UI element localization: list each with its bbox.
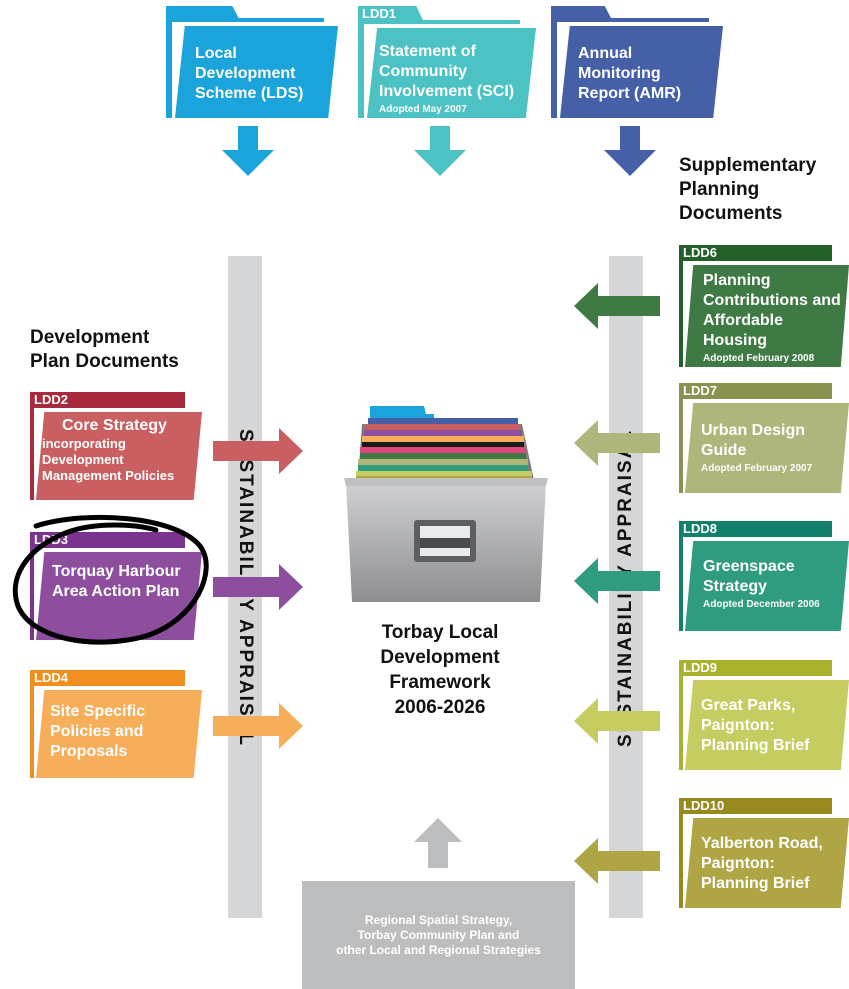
highlight-circle-icon <box>12 514 209 645</box>
center-title: Torbay Local Development Framework 2006-… <box>340 620 540 720</box>
left-arrow-icon <box>574 558 660 604</box>
regional-strategies-box: Regional Spatial Strategy, Torbay Commun… <box>302 881 575 989</box>
regional-text: Regional Spatial Strategy, Torbay Commun… <box>336 912 541 957</box>
folder-lds[interactable]: Local Development Scheme (LDS) <box>166 6 338 118</box>
down-arrow-icon <box>414 126 466 176</box>
folder-title: Yalberton Road, Paignton: Planning Brief <box>701 835 823 892</box>
folder-code: LDD1 <box>362 6 396 21</box>
folder-front: Annual Monitoring Report (AMR) <box>560 26 723 118</box>
folder-front: Great Parks, Paignton: Planning Brief <box>685 680 849 770</box>
folder-ldd8[interactable]: LDD8 Greenspace Strategy Adopted Decembe… <box>679 521 849 631</box>
folder-ldd3[interactable]: LDD3 Torquay Harbour Area Action Plan <box>30 532 202 640</box>
up-arrow-icon <box>414 818 462 868</box>
folder-code: LDD10 <box>683 798 725 813</box>
folder-title: Core Strategy <box>62 417 167 434</box>
folder-ldd2[interactable]: LDD2 Core Strategy incorporating Develop… <box>30 392 202 500</box>
folder-front: Statement of Community Involvement (SCI)… <box>367 28 536 118</box>
folder-front: Site Specific Policies and Proposals <box>36 690 202 778</box>
folder-adopted: Adopted February 2008 <box>703 353 815 364</box>
folder-front: Planning Contributions and Affordable Ho… <box>685 265 849 367</box>
folder-subtitle: incorporating Development Management Pol… <box>42 436 175 483</box>
folder-code: LDD7 <box>683 383 717 398</box>
spd-heading: Supplementary Planning Documents <box>679 155 817 224</box>
folder-adopted: Adopted May 2007 <box>379 104 467 115</box>
folder-front: Torquay Harbour Area Action Plan <box>36 552 202 640</box>
folder-title: Urban Design Guide <box>701 422 806 459</box>
folder-amr[interactable]: Annual Monitoring Report (AMR) <box>551 6 723 118</box>
down-arrow-icon <box>222 126 274 176</box>
right-arrow-icon <box>213 564 303 610</box>
folder-front: Local Development Scheme (LDS) <box>175 26 338 118</box>
folder-adopted: Adopted December 2006 <box>703 599 820 610</box>
folder-title: Great Parks, Paignton: Planning Brief <box>701 697 810 754</box>
folder-code: LDD8 <box>683 521 717 536</box>
folder-title: Local Development Scheme (LDS) <box>195 45 304 102</box>
folder-front: Greenspace Strategy Adopted December 200… <box>685 541 849 631</box>
right-arrow-icon <box>213 428 303 474</box>
left-arrow-icon <box>574 420 660 466</box>
folder-code: LDD9 <box>683 660 717 675</box>
folder-front: Core Strategy incorporating Development … <box>36 412 202 500</box>
folder-front: Yalberton Road, Paignton: Planning Brief <box>685 818 849 908</box>
left-arrow-icon <box>574 838 660 884</box>
folder-title: Annual Monitoring Report (AMR) <box>578 45 682 102</box>
filing-cabinet-icon <box>344 406 548 602</box>
folder-front: Urban Design Guide Adopted February 2007 <box>685 403 849 493</box>
left-arrow-icon <box>574 283 660 329</box>
left-arrow-icon <box>574 698 660 744</box>
folder-ldd7[interactable]: LDD7 Urban Design Guide Adopted February… <box>679 383 849 493</box>
folder-title: Greenspace Strategy <box>703 558 795 595</box>
folder-ldd4[interactable]: LDD4 Site Specific Policies and Proposal… <box>30 670 202 778</box>
folder-title: Planning Contributions and Affordable Ho… <box>703 272 841 349</box>
right-arrow-icon <box>213 703 303 749</box>
folder-title: Statement of Community Involvement (SCI) <box>379 43 515 100</box>
folder-code: LDD4 <box>34 670 68 685</box>
dpd-heading: Development Plan Documents <box>30 327 179 372</box>
folder-ldd10[interactable]: LDD10 Yalberton Road, Paignton: Planning… <box>679 798 849 908</box>
folder-ldd9[interactable]: LDD9 Great Parks, Paignton: Planning Bri… <box>679 660 849 770</box>
down-arrow-icon <box>604 126 656 176</box>
center-title-text: Torbay Local Development Framework 2006-… <box>380 622 500 718</box>
folder-adopted: Adopted February 2007 <box>701 463 813 474</box>
folder-title: Site Specific Policies and Proposals <box>50 703 146 760</box>
folder-code: LDD2 <box>34 392 68 407</box>
folder-sci[interactable]: LDD1 Statement of Community Involvement … <box>358 6 536 118</box>
folder-code: LDD6 <box>683 245 717 260</box>
folder-ldd6[interactable]: LDD6 Planning Contributions and Affordab… <box>679 245 849 367</box>
folder-title: Torquay Harbour Area Action Plan <box>52 563 181 600</box>
